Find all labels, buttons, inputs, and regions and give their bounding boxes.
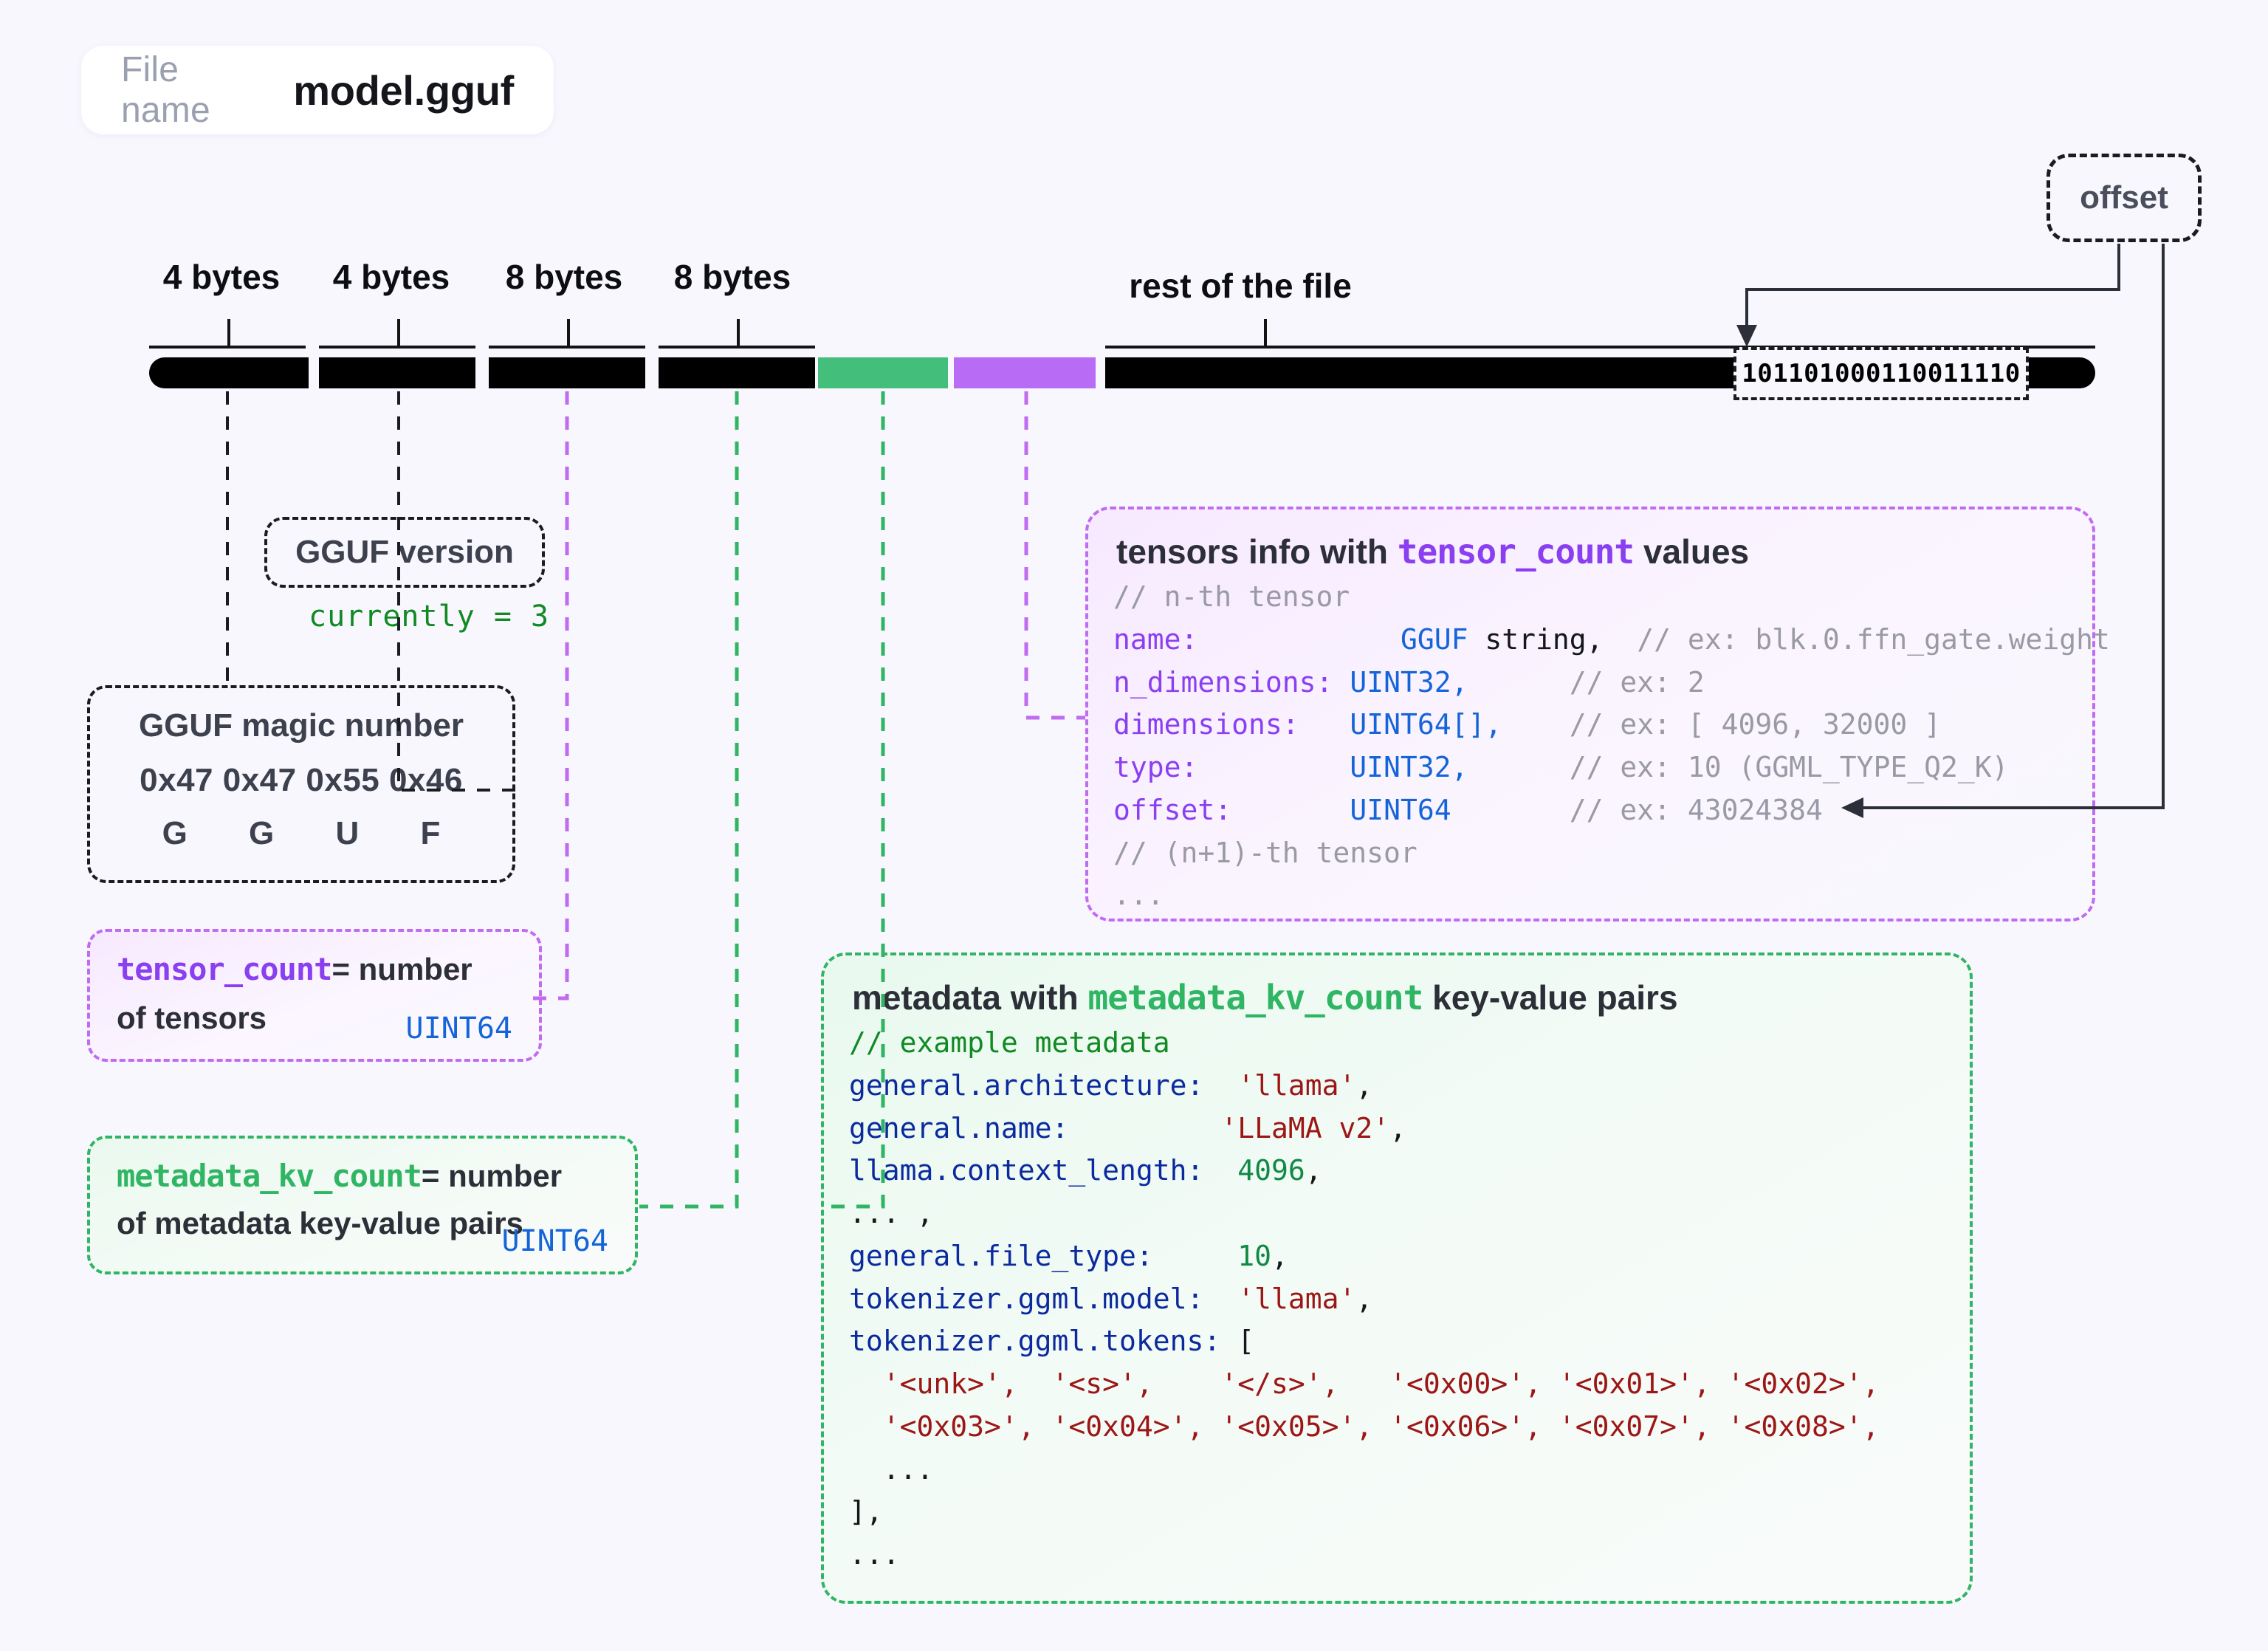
bar-segment-metadata xyxy=(818,357,948,388)
metadata-kv-count-line2: of metadata key-value pairs xyxy=(117,1206,523,1240)
span-label-1: 4 bytes xyxy=(332,258,450,296)
leader-tensors-panel xyxy=(1024,391,1085,720)
leader-kv-count xyxy=(639,391,739,1209)
span-bracket-3 xyxy=(659,319,815,349)
leader-tensor-count xyxy=(529,391,569,1000)
bar-segment-rest-b xyxy=(2029,357,2095,388)
file-name-pill: File name model.gguf xyxy=(81,46,554,134)
tensors-info-title-mono: tensor_count xyxy=(1397,532,1635,572)
metadata-title-post: key-value pairs xyxy=(1423,978,1678,1017)
tensor-count-callout: tensor_count= number of tensors UINT64 xyxy=(87,929,542,1062)
tensor-count-line2: of tensors xyxy=(117,1000,267,1035)
offset-pill-label: offset xyxy=(2080,179,2168,216)
gguf-magic-char-1: G xyxy=(249,815,275,851)
tensor-count-name: tensor_count xyxy=(117,951,332,987)
tensors-info-title-pre: tensors info with xyxy=(1116,532,1398,571)
gguf-magic-chars: G G U F xyxy=(112,815,490,852)
metadata-title-mono: metadata_kv_count xyxy=(1087,978,1424,1017)
metadata-code: // example metadata general.architecture:… xyxy=(849,1022,1945,1576)
offset-to-bar-line xyxy=(1745,244,2120,334)
span-bracket-rest xyxy=(1105,319,2095,349)
code-line: type: UINT32, // ex: 10 (GGML_TYPE_Q2_K) xyxy=(1113,751,2009,783)
bar-segment-tensors-info xyxy=(954,357,1096,388)
code-line: offset: UINT64 // ex: 43024384 xyxy=(1113,793,1823,826)
code-line: n_dimensions: UINT32, // ex: 2 xyxy=(1113,665,1705,698)
span-label-0: 4 bytes xyxy=(162,258,281,296)
code-line: ... xyxy=(849,1538,900,1571)
span-label-rest: rest of the file xyxy=(1129,267,1352,305)
gguf-magic-char-2: U xyxy=(335,815,360,851)
metadata-kv-count-type: UINT64 xyxy=(501,1224,609,1258)
code-line: tokenizer.ggml.model: 'llama', xyxy=(849,1282,1373,1315)
tensors-info-title-post: values xyxy=(1634,532,1750,571)
metadata-kv-count-eq: = number xyxy=(421,1159,563,1193)
bar-segment-tensor-count xyxy=(489,357,645,388)
code-line: dimensions: UINT64[], // ex: [ 4096, 320… xyxy=(1113,708,1942,741)
metadata-panel: metadata with metadata_kv_count key-valu… xyxy=(821,952,1973,1604)
gguf-magic-title: GGUF magic number xyxy=(138,707,464,744)
tensor-count-type: UINT64 xyxy=(405,1012,513,1046)
metadata-title-pre: metadata with xyxy=(852,978,1088,1017)
gguf-version-note: currently = 3 xyxy=(309,600,550,634)
file-name-value: model.gguf xyxy=(293,66,514,114)
bar-segment-kv-count xyxy=(659,357,815,388)
code-line: tokenizer.ggml.tokens: [ xyxy=(849,1325,1255,1358)
code-line: ], xyxy=(849,1495,883,1528)
gguf-magic-char-0: G xyxy=(162,815,188,851)
code-line: general.name: 'LLaMA v2', xyxy=(849,1111,1406,1144)
metadata-kv-count-line1: metadata_kv_count= number xyxy=(117,1158,608,1194)
binary-offset-chip: 101101000110011110 xyxy=(1733,347,2029,400)
span-bracket-0 xyxy=(149,319,306,349)
bar-segment-magic xyxy=(149,357,309,388)
code-line: ... xyxy=(849,1452,934,1486)
code-line: name: GGUF string, // ex: blk.0.ffn_gate… xyxy=(1113,622,2110,656)
code-line: '<0x03>', '<0x04>', '<0x05>', '<0x06>', … xyxy=(849,1410,1880,1443)
gguf-magic-char-3: F xyxy=(420,815,441,851)
gguf-magic-callout: GGUF magic number 0x47 0x47 0x55 0x46 G … xyxy=(87,685,515,883)
code-line: // n-th tensor xyxy=(1113,580,1350,613)
bar-segment-rest-a xyxy=(1105,357,1733,388)
gguf-magic-hex: 0x47 0x47 0x55 0x46 xyxy=(140,762,463,798)
file-name-label: File name xyxy=(121,50,210,130)
tensor-count-line1: tensor_count= number xyxy=(117,951,512,987)
tensors-info-panel: tensors info with tensor_count values //… xyxy=(1085,507,2110,921)
gguf-version-callout: GGUF version xyxy=(264,517,545,588)
metadata-kv-count-callout: metadata_kv_count= number of metadata ke… xyxy=(87,1136,638,1274)
gguf-version-title: GGUF version xyxy=(295,534,514,570)
metadata-title: metadata with metadata_kv_count key-valu… xyxy=(852,978,1945,1017)
tensor-count-eq: = number xyxy=(331,952,472,986)
span-label-2: 8 bytes xyxy=(505,258,623,296)
code-line: ... xyxy=(1113,879,1164,912)
offset-pill: offset xyxy=(2047,154,2202,242)
code-line: general.architecture: 'llama', xyxy=(849,1068,1373,1102)
offset-to-bar-arrow xyxy=(1736,325,1757,347)
span-bracket-2 xyxy=(489,319,645,349)
code-line: '<unk>', '<s>', '</s>', '<0x00>', '<0x01… xyxy=(849,1367,1880,1400)
tensors-info-title: tensors info with tensor_count values xyxy=(1116,532,2067,572)
code-line: ... , xyxy=(849,1197,934,1229)
span-bracket-1 xyxy=(319,319,475,349)
span-label-3: 8 bytes xyxy=(673,258,791,296)
bar-segment-version xyxy=(319,357,475,388)
code-line: general.file_type: 10, xyxy=(849,1239,1288,1272)
code-line: llama.context_length: 4096, xyxy=(849,1154,1322,1187)
code-line: // example metadata xyxy=(849,1026,1170,1059)
code-line: // (n+1)-th tensor xyxy=(1113,836,1418,869)
tensors-info-code: // n-th tensor name: GGUF string, // ex: … xyxy=(1113,576,2110,917)
metadata-kv-count-name: metadata_kv_count xyxy=(117,1158,422,1194)
